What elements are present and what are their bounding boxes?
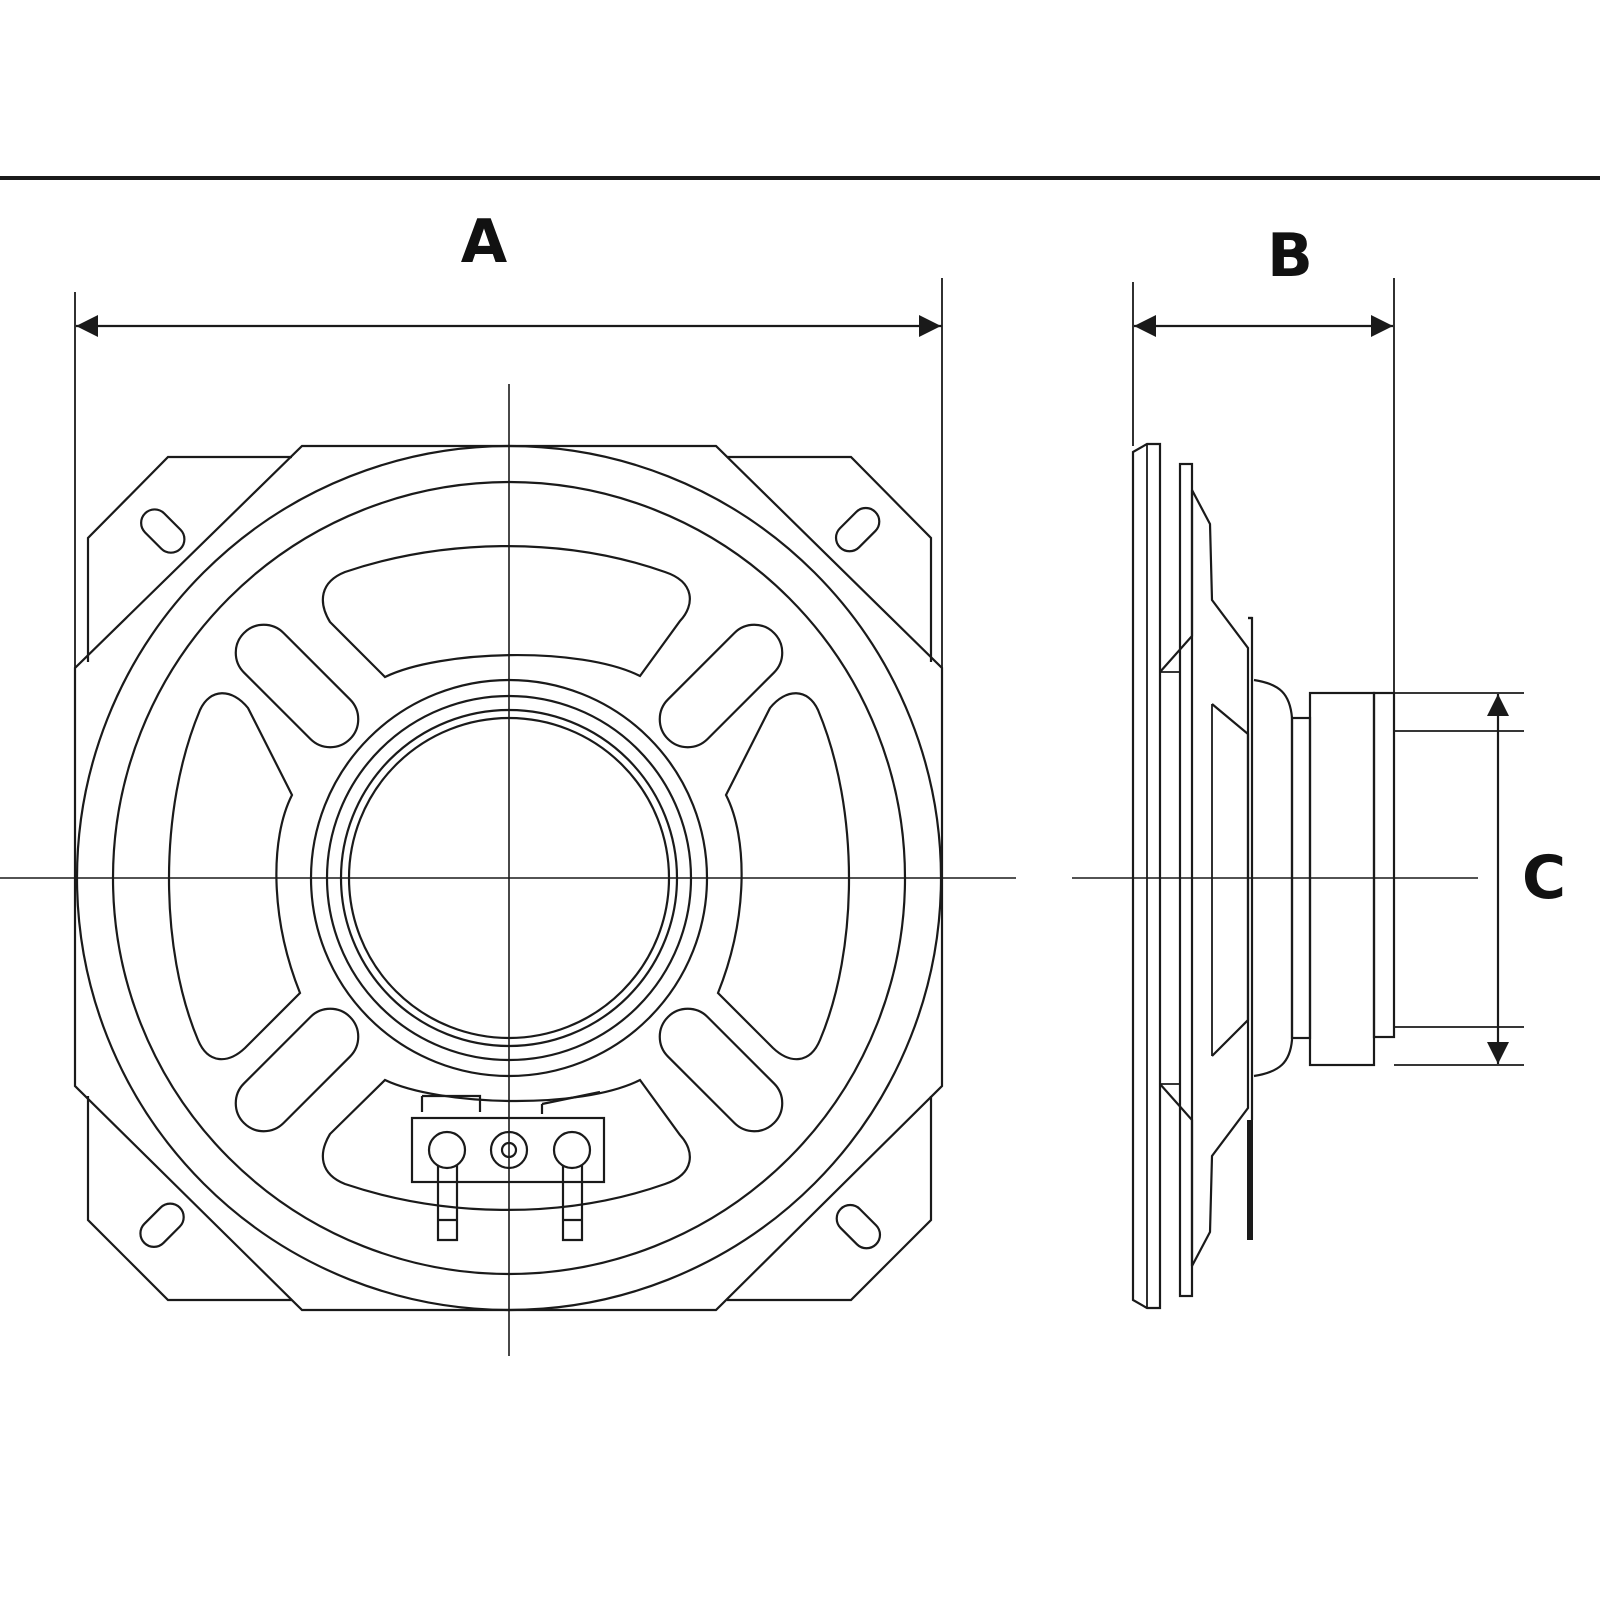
terminal-tab-right xyxy=(561,1165,584,1242)
frame-ear-top-right xyxy=(727,455,933,662)
frame-ear-bottom-right xyxy=(727,1096,933,1302)
dimension-a-label: A xyxy=(461,207,508,277)
basket-window-top xyxy=(321,544,691,679)
side-cone-line xyxy=(1211,703,1250,1057)
terminal-lug-right xyxy=(552,1130,592,1170)
side-gasket-ring xyxy=(1178,462,1194,1298)
basket-window-right xyxy=(716,692,851,1061)
dimension-b: B xyxy=(1132,221,1395,696)
side-magnet xyxy=(1308,691,1376,1067)
dimension-a: A xyxy=(74,207,943,670)
basket-slot-tl xyxy=(234,623,360,749)
basket-slot-tr xyxy=(658,623,784,749)
terminal-tab-left xyxy=(436,1165,459,1242)
basket-slot-br xyxy=(658,1007,784,1133)
mounting-slot-br xyxy=(835,1203,882,1250)
side-view: B xyxy=(1072,221,1566,1310)
terminal-block xyxy=(410,1090,606,1242)
dimension-c: C xyxy=(1394,692,1566,1066)
side-back-plate xyxy=(1372,691,1396,1039)
frame-ear-bottom-left xyxy=(86,1096,292,1302)
dimension-b-label: B xyxy=(1267,221,1313,291)
speaker-frame xyxy=(73,444,944,1312)
mounting-slot-tl xyxy=(140,508,186,554)
mounting-slot-bl xyxy=(139,1202,185,1248)
mounting-slot-tr xyxy=(834,506,881,553)
front-view: A xyxy=(0,207,1016,1356)
basket-window-left xyxy=(167,692,302,1061)
basket-window-bottom xyxy=(321,1078,691,1212)
terminal-lug-left xyxy=(427,1130,467,1170)
frame-ear-top-left xyxy=(86,455,292,662)
dimension-c-label: C xyxy=(1522,843,1566,913)
basket-slot-bl xyxy=(234,1007,360,1133)
